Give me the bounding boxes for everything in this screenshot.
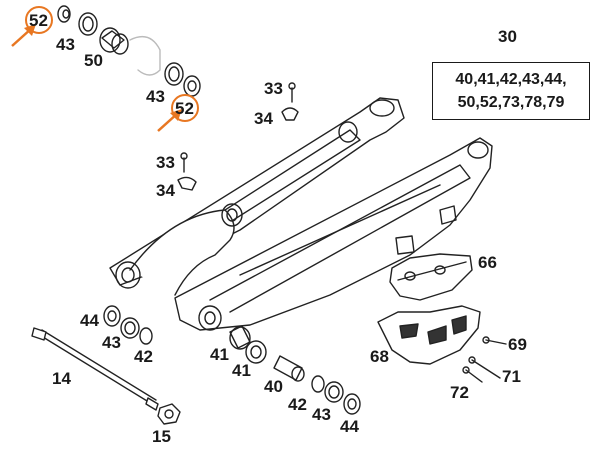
part-label-66: 66 (478, 253, 497, 272)
part-label-41: 41 (232, 361, 251, 380)
part-label-14: 14 (52, 369, 71, 388)
kit-line-2-end: ,73,78,79 (497, 94, 565, 111)
part-label-33: 33 (156, 153, 175, 172)
part-label-50: 50 (84, 51, 103, 70)
part-label-43: 43 (102, 333, 121, 352)
swingarm-body (109, 97, 493, 331)
part-label-52: 52 (29, 11, 48, 30)
kit-line-1: 40,41,42,43,44, (455, 71, 567, 88)
bearing-stack-lower-left (103, 305, 153, 345)
part-label-43: 43 (56, 35, 75, 54)
part-label-44: 44 (340, 417, 359, 436)
axle-14 (31, 327, 159, 411)
part-label-40: 40 (264, 377, 283, 396)
part-label-68: 68 (370, 347, 389, 366)
kit-contents-box: 40,41,42,43,44, 50,52,73,78,79 (432, 62, 590, 120)
part-label-42: 42 (288, 395, 307, 414)
chain-guides (377, 253, 481, 365)
part-label-72: 72 (450, 383, 469, 402)
part-label-43: 43 (146, 87, 165, 106)
bearing-stack-lower-right (229, 325, 361, 415)
part-label-52: 52 (175, 99, 194, 118)
bolts-69-71-72 (462, 336, 507, 383)
part-label-41: 41 (210, 345, 229, 364)
part-label-42: 42 (134, 347, 153, 366)
bolts-33-34 (177, 82, 299, 191)
part-label-43: 43 (312, 405, 331, 424)
nut-15 (157, 403, 181, 425)
pointer-arrow-icon (157, 109, 182, 132)
part-label-34: 34 (254, 109, 273, 128)
bearing-stack-top (57, 5, 201, 97)
pointer-arrow-icon (11, 24, 36, 47)
part-label-71: 71 (502, 367, 521, 386)
kit-line-2-highlight: 52 (479, 94, 498, 111)
part-label-69: 69 (508, 335, 527, 354)
part-label-33: 33 (264, 79, 283, 98)
kit-line-2: 50,52,73,78,79 (433, 95, 589, 111)
highlight-ring-52-mid (171, 94, 199, 122)
kit-number: 30 (498, 27, 517, 46)
kit-line-2-start: 50, (457, 94, 480, 111)
highlight-ring-52-top (25, 6, 53, 34)
part-label-15: 15 (152, 427, 171, 446)
part-label-34: 34 (156, 181, 175, 200)
part-label-44: 44 (80, 311, 99, 330)
